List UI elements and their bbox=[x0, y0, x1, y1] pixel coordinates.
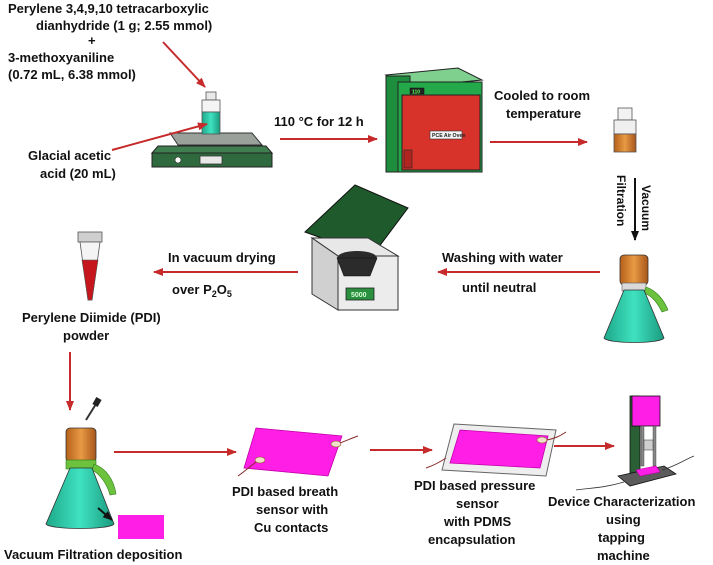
arrow-solvent-to-plate bbox=[111, 122, 208, 151]
solvent-line-2: acid (20 mL) bbox=[40, 166, 116, 181]
pressure-line-2: sensor bbox=[456, 496, 499, 511]
cooling-line-1: Cooled to room bbox=[494, 88, 590, 103]
reagent-line-4: (0.72 mL, 6.38 mmol) bbox=[8, 67, 136, 82]
dropper-icon bbox=[85, 397, 102, 421]
cooled-vial bbox=[613, 107, 637, 153]
pdi-tube bbox=[77, 231, 103, 301]
arrow-flask-to-film bbox=[97, 507, 113, 521]
arrow-reagents-to-vial bbox=[162, 41, 206, 88]
deposition-label: Vacuum Filtration deposition bbox=[4, 547, 182, 562]
air-oven: 110 PCE Air Oven bbox=[384, 67, 484, 173]
pressure-line-1: PDI based pressure bbox=[414, 478, 535, 493]
tapping-machine bbox=[575, 395, 695, 491]
pdi-line-2: powder bbox=[63, 328, 109, 343]
reagent-line-1: Perylene 3,4,9,10 tetracarboxylic bbox=[8, 1, 209, 16]
device-line-3: tapping bbox=[598, 530, 645, 545]
reagent-line-3: 3-methoxyaniline bbox=[8, 50, 114, 65]
hot-plate-with-vial bbox=[150, 91, 274, 168]
vacuum-line-1: Vacuum bbox=[639, 185, 653, 231]
pressure-sensor bbox=[425, 423, 567, 477]
breath-sensor bbox=[237, 427, 359, 477]
pressure-line-3: with PDMS bbox=[443, 514, 511, 529]
solvent-line-1: Glacial acetic bbox=[28, 148, 111, 163]
filtration-flask-left bbox=[45, 427, 117, 529]
vacuum-line-2: Filtration bbox=[614, 175, 628, 226]
filtration-flask-right bbox=[603, 254, 669, 343]
centrifuge-display: 5000 bbox=[351, 292, 367, 299]
oven-label: PCE Air Oven bbox=[432, 133, 466, 139]
device-line-2: using bbox=[606, 512, 641, 527]
drying-line-1: In vacuum drying bbox=[168, 250, 276, 265]
washing-line-1: Washing with water bbox=[442, 250, 563, 265]
device-line-1: Device Characterization bbox=[548, 494, 695, 509]
breath-line-3: Cu contacts bbox=[254, 520, 328, 535]
deposited-film bbox=[118, 515, 164, 539]
centrifuge: 5000 bbox=[304, 184, 409, 311]
drying-line-2: over P2O5 bbox=[172, 282, 232, 299]
heating-label: 110 °C for 12 h bbox=[274, 114, 364, 129]
oven-display: 110 bbox=[412, 90, 420, 96]
pressure-line-4: encapsulation bbox=[428, 532, 515, 547]
pdi-line-1: Perylene Diimide (PDI) bbox=[22, 310, 161, 325]
reagent-line-2: dianhydride (1 g; 2.55 mmol) bbox=[36, 18, 212, 33]
cooling-line-2: temperature bbox=[506, 106, 581, 121]
reagent-plus: + bbox=[88, 33, 96, 48]
washing-line-2: until neutral bbox=[462, 280, 536, 295]
breath-line-2: sensor with bbox=[256, 502, 328, 517]
device-line-4: machine bbox=[597, 548, 650, 563]
breath-line-1: PDI based breath bbox=[232, 484, 338, 499]
